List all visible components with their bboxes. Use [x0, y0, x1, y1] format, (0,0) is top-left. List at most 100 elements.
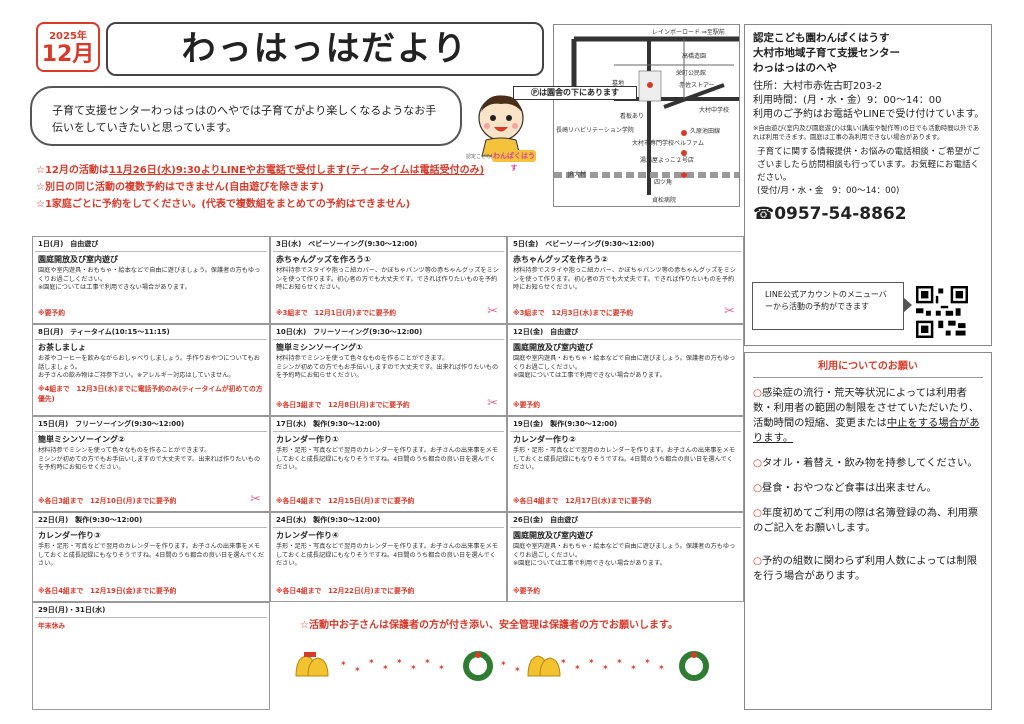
- map-roads: [554, 36, 739, 195]
- sewing-machine-icon: ✂: [487, 304, 498, 319]
- activity-description: 手形・足形・写真などで翌月のカレンダーを作ります。お子さんの出来事をメモしておく…: [276, 543, 499, 568]
- calendar-day-19: 19日(金) 製作(9:30～12:00) カレンダー作り② 手形・足形・写真な…: [507, 416, 744, 512]
- calendar-day-29-31: 29日(月)・31日(水) 年末休み: [32, 602, 270, 710]
- calendar-day-5: 5日(金) ベビーソーイング(9:30～12:00) 赤ちゃんグッズを作ろう② …: [507, 236, 744, 324]
- map-label-shiminami: 四ツ角: [654, 179, 673, 186]
- request-item-restrictions: ○感染症の流行・荒天等状況によっては利用者数・利用者の範囲の制限をさせていただい…: [753, 386, 983, 446]
- line-qr-code-icon[interactable]: [916, 286, 968, 338]
- wreath-icon: [679, 651, 709, 681]
- reservation-note: ※3組まで 12月1日(月)までに要予約: [276, 309, 397, 317]
- map-label-omura-high: 大村市専門学校ベルファム: [632, 140, 705, 147]
- svg-text:✶: ✶: [560, 657, 567, 666]
- request-item-limit: ○予約の組数に関わらず利用人数によっては制限を行う場合があります。: [753, 554, 983, 584]
- center-info-panel: 認定こども園わんぱくはうす 大村市地域子育て支援センター わっはっはのへや 住所…: [744, 24, 992, 346]
- bell-icon: [295, 652, 329, 677]
- request-item-bring: ○タオル・着替え・飲み物を持参してください。: [753, 456, 983, 471]
- reservation-note: ※各日3組まで 12月10日(月)までに要予約: [38, 497, 177, 505]
- activity-description: 材料持参でスタイや抱っこ紐カバー、かぼちゃパンツ等の赤ちゃんグッズをミシンを使っ…: [513, 267, 736, 292]
- mascot-caption: 認定こども園: [466, 154, 497, 160]
- calendar-day-12: 12日(金) 自由遊び 園庭開放及び室内遊び 園庭や室内遊具・おもちゃ・絵本など…: [507, 324, 744, 416]
- org-name-support-center: 大村市地域子育て支援センター: [753, 47, 900, 59]
- intro-text: 子育て支援センターわっはっはのへやでは子育てがより楽しくなるようなお手伝いをして…: [52, 104, 437, 134]
- map-label-omura-middle: 大村中学校: [699, 107, 730, 114]
- map-label-kubohara: 久原池田線: [690, 128, 721, 135]
- reservation-note: ※要予約: [513, 587, 540, 595]
- map-label-hospital: 貞松病院: [652, 197, 677, 204]
- kindergarten-logo: わんぱくはうす: [492, 150, 536, 172]
- notice-reservation-start: ☆12月の活動は11月26日(水)9:30よりLINEやお電話で受付します(ティ…: [36, 164, 556, 177]
- parking-callout: Ⓟは園舎の下にあります: [513, 86, 637, 100]
- day-heading: 19日(金) 製作(9:30～12:00): [510, 419, 741, 432]
- notice-line1-date: 11月26日(水)9:30よりLINEやお電話で受付します(ティータイムは電話受…: [108, 165, 485, 176]
- day-heading: 26日(金) 自由遊び: [510, 515, 741, 528]
- consultation-info: 子育てに関する情報提供・お悩みの電話相談・ご希望がございましたら訪問相談も行って…: [757, 147, 981, 196]
- day-heading: 5日(金) ベビーソーイング(9:30～12:00): [510, 239, 741, 252]
- issue-month: 12月: [41, 42, 95, 67]
- reservation-note: ※各日4組まで 12月19日(金)までに要予約: [38, 587, 177, 595]
- map-label-jr: JR大村: [568, 171, 586, 178]
- activity-name: 園庭開放及び室内遊び: [513, 343, 593, 352]
- bullet-circle: ○: [753, 507, 762, 519]
- newsletter-title-box: わっはっはだより: [106, 22, 544, 76]
- phone-number[interactable]: ☎0957-54-8862: [753, 204, 985, 224]
- calendar-day-15: 15日(月) フリーソーイング(9:30～12:00) 簡単ミシンソーイング② …: [32, 416, 270, 512]
- activity-description: 材料持参でスタイや抱っこ紐カバー、かぼちゃパンツ等の赤ちゃんグッズをミシンを使っ…: [276, 267, 499, 292]
- activity-name: カレンダー作り④: [276, 531, 339, 540]
- bell-icon: [527, 655, 561, 677]
- svg-text:✶: ✶: [424, 657, 431, 666]
- intro-speech-bubble: 子育て支援センターわっはっはのへやでは子育てがより楽しくなるようなお手伝いをして…: [30, 86, 462, 146]
- activity-name: カレンダー作り③: [38, 531, 101, 540]
- reservation-note: ※4組まで 12月3日(水)までに電話予約のみ(ティータイムが初めての方優先): [38, 384, 263, 403]
- svg-text:✶: ✶: [588, 657, 595, 666]
- request-item-registration: ○年度初めてご利用の際は名簿登録の為、利用票のご記入をお願いします。: [753, 506, 983, 536]
- activity-name: 園庭開放及び室内遊び: [38, 255, 118, 264]
- map-label-akasa-shop: 赤佐ストアー: [679, 82, 715, 89]
- line-account-callout: LINE公式アカウントのメニューバーから活動の予約ができます: [752, 282, 912, 330]
- bullet-circle: ○: [753, 482, 762, 494]
- svg-text:✶: ✶: [354, 665, 361, 674]
- request-text: 昼食・おやつなど食事は出来ません。: [762, 482, 937, 494]
- svg-text:✶: ✶: [602, 663, 609, 672]
- map-label-nagasaki-school: 長崎リハビリテーション学院: [556, 127, 634, 134]
- activity-name: 簡単ミシンソーイング①: [276, 343, 363, 352]
- calendar-day-22: 22日(月) 製作(9:30～12:00) カレンダー作り③ 手形・足形・写真な…: [32, 512, 270, 602]
- request-text: タオル・着替え・飲み物を持参してください。: [762, 457, 978, 469]
- day-heading: 22日(月) 製作(9:30～12:00): [35, 515, 267, 528]
- notice-no-duplicate: ☆別日の同じ活動の複数予約はできません(自由遊びを除きます): [36, 182, 324, 193]
- sewing-machine-icon: ✂: [250, 492, 261, 507]
- activity-description: お茶やコーヒーを飲みながらおしゃべりしましょう。手作りおやつについてもお話しまし…: [38, 355, 260, 380]
- activity-description: 手形・足形・写真などで翌月のカレンダーを作ります。お子さんの出来事をメモしておく…: [38, 543, 265, 568]
- activity-description: 園庭や室内遊具・おもちゃ・絵本などで自由に遊びましょう。保護者の方もゆっくりお過…: [513, 543, 736, 568]
- svg-text:✶: ✶: [644, 657, 651, 666]
- svg-text:✶: ✶: [396, 657, 403, 666]
- reservation-note: ※各日4組まで 12月22日(月)までに要予約: [276, 587, 415, 595]
- activity-name: 赤ちゃんグッズを作ろう①: [276, 255, 371, 264]
- map-label-eiyo: 栄町公民館: [676, 70, 707, 77]
- phone-icon: ☎: [753, 204, 775, 224]
- org-name-kindergarten: 認定こども園わんぱくはうす: [753, 32, 890, 44]
- christmas-decoration: ✶✶✶✶ ✶✶✶✶ ✶✶✶✶ ✶✶✶✶ ✶✶: [295, 651, 709, 681]
- activity-name: カレンダー作り①: [276, 435, 339, 444]
- reservation-note: ※各日4組まで 12月17日(水)までに要予約: [513, 497, 652, 505]
- calendar-day-17: 17日(水) 製作(9:30～12:00) カレンダー作り① 手形・足形・写真な…: [270, 416, 507, 512]
- activity-name: カレンダー作り②: [513, 435, 576, 444]
- activity-description: 手形・足形・写真などで翌月のカレンダーを作ります。お子さんの出来事をメモしておく…: [276, 447, 499, 472]
- activity-name: 簡単ミシンソーイング②: [38, 435, 125, 444]
- svg-text:✶: ✶: [410, 663, 417, 672]
- day-heading: 12日(金) 自由遊び: [510, 327, 741, 340]
- org-name-room: わっはっはのへや: [753, 62, 837, 74]
- reservation-note: ※要予約: [513, 401, 540, 409]
- svg-text:✶: ✶: [658, 663, 665, 672]
- map-label-takahashi: 高橋造園: [682, 53, 707, 60]
- svg-text:✶: ✶: [382, 663, 389, 672]
- svg-text:✶: ✶: [630, 663, 637, 672]
- calendar-day-26: 26日(金) 自由遊び 園庭開放及び室内遊び 園庭や室内遊具・おもちゃ・絵本など…: [507, 512, 744, 602]
- map-label-bochi: 墓地: [612, 80, 625, 87]
- calendar-day-10: 10日(水) フリーソーイング(9:30～12:00) 簡単ミシンソーイング① …: [270, 324, 507, 416]
- day-heading: 15日(月) フリーソーイング(9:30～12:00): [35, 419, 267, 432]
- day-heading: 24日(水) 製作(9:30～12:00): [273, 515, 504, 528]
- day-heading: 3日(水) ベビーソーイング(9:30～12:00): [273, 239, 504, 252]
- address: 住所：大村市赤佐古町203-2: [753, 81, 883, 92]
- map-label-kabo: 湯湯屋よっこ２号店: [640, 157, 694, 164]
- activity-calendar: 1日(月) 自由遊び 園庭開放及び室内遊び 園庭や室内遊具・おもちゃ・絵本などで…: [32, 236, 744, 710]
